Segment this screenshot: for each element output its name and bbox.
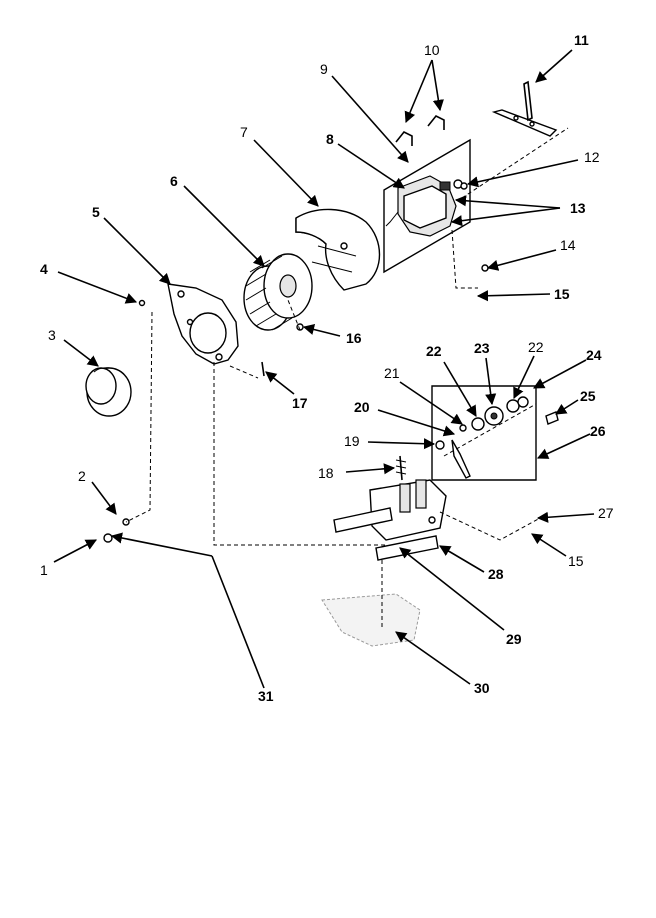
callout-22-right: 22	[528, 339, 544, 355]
callout-5: 5	[92, 204, 100, 220]
motor-box-part	[383, 138, 471, 274]
clip-parts	[395, 114, 445, 146]
ring-part	[85, 367, 132, 417]
callout-10: 10	[424, 42, 440, 58]
callout-25: 25	[580, 388, 596, 404]
callout-18: 18	[318, 465, 334, 481]
callout-14: 14	[560, 237, 576, 253]
callout-30: 30	[474, 680, 490, 696]
callout-24: 24	[586, 347, 602, 363]
callout-29: 29	[506, 631, 522, 647]
callout-4: 4	[40, 261, 48, 277]
motor-part	[385, 175, 468, 237]
callout-labels: 1 2 3 4 5 6 7 8 9 10 11 12 13 14 15 16 1…	[40, 32, 614, 704]
bracket-plate-part	[167, 283, 239, 365]
blower-wheel-part	[243, 253, 313, 331]
callout-1: 1	[40, 562, 48, 578]
callout-12: 12	[584, 149, 600, 165]
callout-19: 19	[344, 433, 360, 449]
callout-27: 27	[598, 505, 614, 521]
callout-17: 17	[292, 395, 308, 411]
callout-15-lower: 15	[568, 553, 584, 569]
callout-20: 20	[354, 399, 370, 415]
assembly-lines	[125, 127, 569, 628]
callout-28: 28	[488, 566, 504, 582]
callout-23: 23	[474, 340, 490, 356]
switch-components	[435, 396, 559, 479]
callout-3: 3	[48, 327, 56, 343]
blower-housing-part	[295, 208, 381, 291]
callout-31: 31	[258, 688, 274, 704]
callout-16: 16	[346, 330, 362, 346]
callout-9: 9	[320, 61, 328, 77]
callout-2: 2	[78, 468, 86, 484]
callout-6: 6	[170, 173, 178, 189]
fastener-parts	[103, 264, 489, 543]
callout-15-upper: 15	[554, 286, 570, 302]
callout-8: 8	[326, 131, 334, 147]
callout-11: 11	[574, 32, 589, 48]
callout-13: 13	[570, 200, 586, 216]
callout-21: 21	[384, 365, 400, 381]
leader-lines	[53, 49, 595, 689]
base-bracket-part	[333, 479, 447, 561]
strap-part	[491, 80, 558, 137]
callout-22-left: 22	[426, 343, 442, 359]
callout-7: 7	[240, 124, 248, 140]
callout-26: 26	[590, 423, 606, 439]
